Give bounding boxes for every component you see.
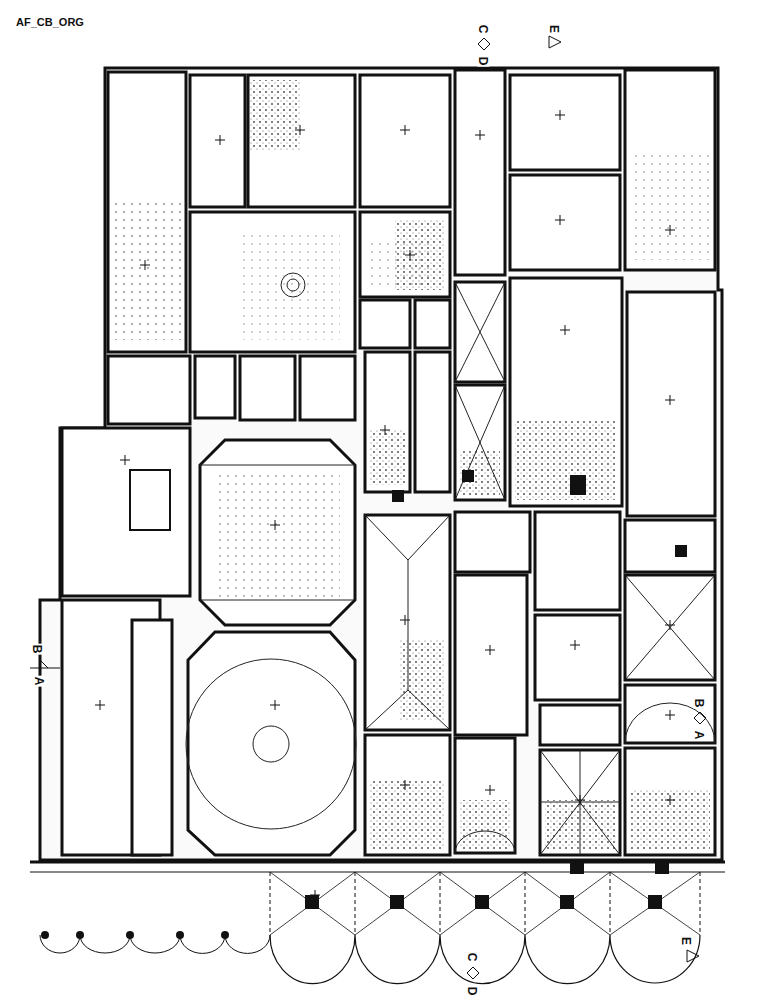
section-letter: D <box>466 985 478 996</box>
section-letter: A <box>693 729 705 740</box>
section-letter: A <box>33 675 45 686</box>
section-letter: B <box>693 697 705 708</box>
section-letter: E <box>548 24 560 34</box>
section-letter: B <box>31 643 43 654</box>
watermark: AF_CB_ORG <box>16 17 84 28</box>
section-letter: C <box>466 951 478 962</box>
section-letter: D <box>477 55 489 66</box>
section-letter: C <box>477 23 489 34</box>
section-letter: E <box>680 936 692 946</box>
